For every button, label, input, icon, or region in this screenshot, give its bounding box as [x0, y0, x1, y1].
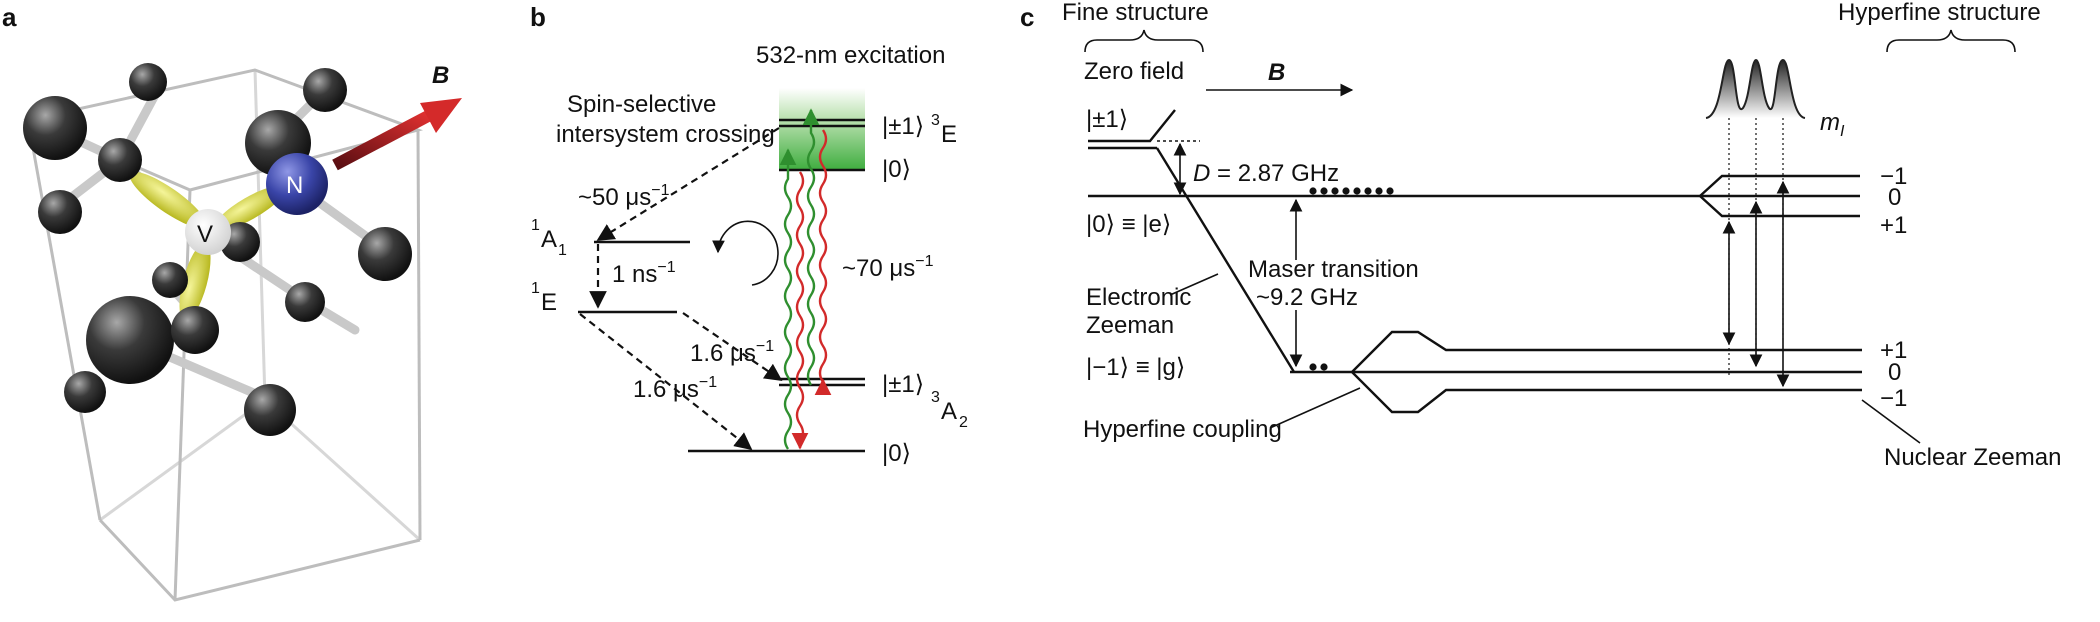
isc-label-line2: intersystem crossing	[556, 121, 775, 148]
panel-a-b-label: B	[432, 62, 449, 89]
hyperfine-structure-label: Hyperfine structure	[1838, 0, 2041, 26]
singlet-a1-sup: 1	[531, 217, 540, 234]
level-pm1-label: |±1⟩	[1086, 106, 1128, 133]
decay-to-0-arrow	[579, 313, 753, 451]
ground-pm1-label: |±1⟩	[882, 371, 924, 398]
singlet-e-sup: 1	[531, 280, 540, 297]
level-g-label: |−1⟩ ≡ |g⟩	[1086, 354, 1185, 381]
vacancy-site	[185, 209, 231, 255]
fine-structure-brace	[1084, 29, 1204, 53]
singlet-a1-sub: 1	[558, 242, 567, 259]
lower-hf-plus1	[1351, 330, 1862, 373]
rate-to-0: 1.6 μs−1	[633, 374, 717, 403]
population-dots-upper	[1309, 187, 1394, 195]
red-emission-arrow-right	[814, 129, 832, 396]
lower-hf-minus1	[1351, 371, 1862, 414]
rate-radiative: ~70 μs−1	[842, 253, 934, 282]
maser-label-line1: Maser transition	[1248, 256, 1419, 283]
lower-m-plus: +1	[1880, 337, 1907, 364]
panel-a-label: a	[2, 2, 17, 32]
upper-m-zero: 0	[1888, 184, 1901, 211]
ground-state-sup: 3	[931, 389, 940, 406]
b-field-arrow	[332, 98, 462, 171]
panel-c-label: c	[1020, 2, 1034, 32]
fine-structure-label: Fine structure	[1062, 0, 1209, 26]
nuclear-zeeman-label-visible: Nuclear Zeeman	[1884, 444, 2061, 471]
decay-to-pm1-arrow	[682, 312, 783, 381]
upper-hf-minus1	[1699, 174, 1860, 197]
green-excitation-arrow-right	[802, 108, 820, 386]
upper-m-plus: +1	[1880, 212, 1907, 239]
ground-state-label: A	[941, 398, 957, 425]
panel-c: c Fine structure Hyperfine structure Zer…	[1020, 0, 2061, 471]
pm1-upper-branch	[1088, 109, 1176, 143]
rate-to-pm1: 1.6 μs−1	[690, 338, 774, 367]
electronic-zeeman-pointer	[1169, 273, 1219, 296]
rate-isc: ~50 μs−1	[578, 182, 670, 211]
green-excitation-arrow-left	[779, 148, 797, 450]
lower-m-zero: 0	[1888, 359, 1901, 386]
hyperfine-structure-brace	[1886, 29, 2016, 53]
hyperfine-spectrum	[1705, 58, 1806, 119]
cycle-arrow	[712, 220, 779, 286]
nitrogen-atom	[266, 153, 328, 215]
upper-hf-plus1	[1699, 195, 1860, 218]
electronic-zeeman-line2: Zeeman	[1086, 312, 1174, 339]
nuclear-zeeman-pointer	[1861, 399, 1921, 444]
isc-label-line1: Spin-selective	[567, 91, 716, 118]
electronic-zeeman-line1: Electronic	[1086, 284, 1191, 311]
lower-m-minus: −1	[1880, 385, 1907, 412]
level-e-label: |0⟩ ≡ |e⟩	[1086, 211, 1171, 238]
hyperfine-coupling-pointer	[1269, 387, 1361, 429]
excitation-label: 532-nm excitation	[756, 42, 945, 69]
excited-0-label: |0⟩	[882, 156, 911, 183]
ground-state-sub: 2	[959, 414, 968, 431]
panel-a: a	[2, 2, 462, 602]
excited-state-label: E	[941, 121, 957, 148]
singlet-a1-label: A	[541, 226, 557, 253]
panel-b-label: b	[530, 2, 546, 32]
panel-b: b 532-nm excitation Spin-selective inter…	[530, 2, 968, 467]
population-dots-lower	[1309, 363, 1328, 371]
ground-0-label: |0⟩	[882, 440, 911, 467]
maser-label-line2: ~9.2 GHz	[1256, 284, 1358, 311]
excited-pm1-label: |±1⟩	[882, 113, 924, 140]
d-splitting-label: D = 2.87 GHz	[1193, 160, 1339, 187]
hyperfine-coupling-label: Hyperfine coupling	[1083, 416, 1282, 443]
zero-field-label: Zero field	[1084, 58, 1184, 85]
rate-singlet: 1 ns−1	[612, 259, 676, 288]
mi-label: mI	[1820, 109, 1845, 140]
singlet-e-label: E	[541, 289, 557, 316]
carbon-atoms	[23, 63, 412, 436]
excited-state-sup: 3	[931, 112, 940, 129]
nitrogen-label: N	[286, 172, 303, 199]
vacancy-label: V	[197, 221, 213, 248]
panel-c-b-label: B	[1268, 59, 1285, 86]
excitation-band	[779, 88, 865, 170]
upper-m-minus: −1	[1880, 163, 1907, 190]
red-emission-arrow-left	[791, 171, 809, 450]
